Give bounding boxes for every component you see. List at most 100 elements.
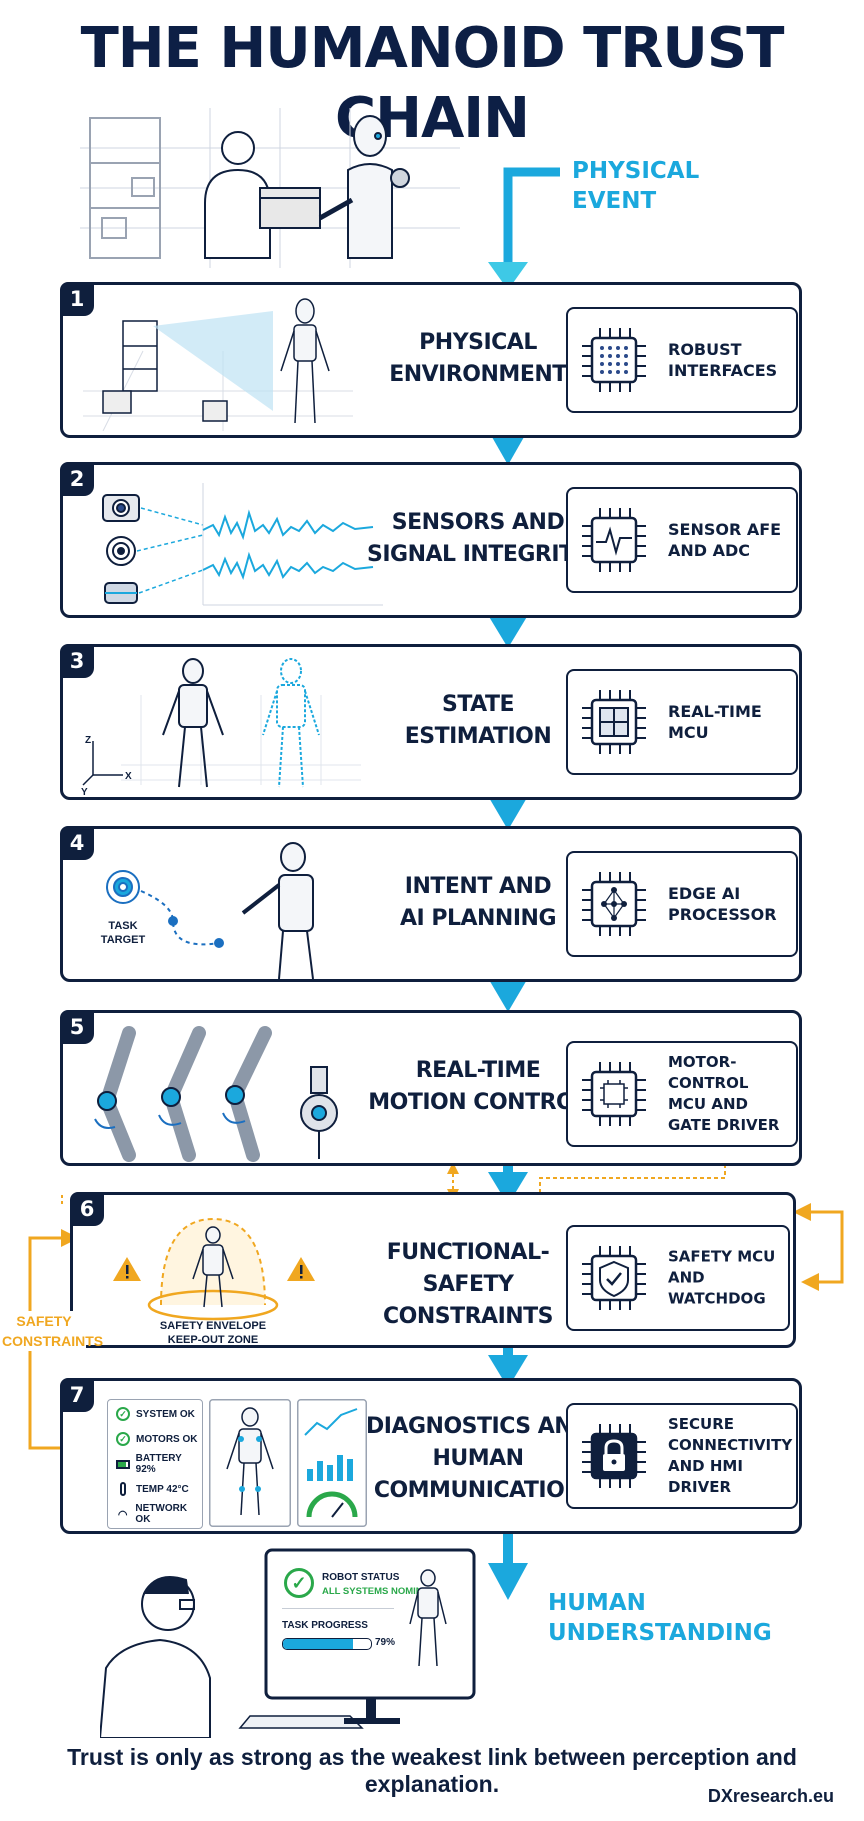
envelope-line1: SAFETY ENVELOPE	[160, 1320, 266, 1332]
stage-3-hardware-label: REAL-TIME MCU	[668, 701, 796, 743]
status-item: ◠NETWORK OK	[117, 1503, 188, 1525]
status-item: ✓MOTORS OK	[116, 1427, 197, 1451]
bar-chart-icon	[307, 1455, 353, 1481]
safety-constraints-side-label: SAFETY CONSTRAINTS	[2, 1311, 104, 1351]
robot-status-value: ALL SYSTEMS NOMINAL	[322, 1586, 436, 1597]
motion-control-icon	[94, 1026, 338, 1162]
stage-3-title-line1: STATE	[442, 692, 515, 717]
charts-panel-icon	[297, 1399, 367, 1527]
chip-grid-icon	[582, 328, 646, 392]
stage-5-hardware-label: MOTOR-CONTROL MCU AND GATE DRIVER	[668, 1052, 796, 1136]
task-progress-label: TASK PROGRESS	[282, 1620, 368, 1631]
stage-7-title: DIAGNOSTICS AND HUMAN COMMUNICATION	[363, 1411, 593, 1507]
keyboard-icon	[238, 1715, 364, 1729]
chip-shield-icon	[582, 1246, 646, 1310]
state-estimation-icon: Z X Y	[81, 658, 361, 795]
stage-7-hardware: SECURE CONNECTIVITY AND HMI DRIVER	[566, 1403, 798, 1509]
stage-5-hw-line1: MOTOR-CONTROL	[668, 1053, 749, 1092]
stage-4-title-line1: INTENT AND	[404, 874, 552, 899]
status-item: TEMP 42°C	[116, 1477, 189, 1501]
stage-5-panel: 5 REAL-TIME MOTION CONTROL	[60, 1010, 802, 1166]
check-circle-icon: ✓	[284, 1568, 314, 1598]
stage-5-title-line1: REAL-TIME	[415, 1058, 541, 1083]
robot-arm-icon	[222, 1026, 272, 1162]
stage-5-hardware: MOTOR-CONTROL MCU AND GATE DRIVER	[566, 1041, 798, 1147]
stage-4-title-line2: AI PLANNING	[399, 906, 557, 931]
monitor-screen: ✓ ROBOT STATUS ALL SYSTEMS NOMINAL TASK …	[278, 1562, 458, 1686]
robot-status-title: ROBOT STATUS	[322, 1572, 400, 1583]
flow-end-label: HUMAN UNDERSTANDING	[548, 1588, 772, 1648]
stage-5-number: 5	[60, 1010, 94, 1044]
chip-mcu-icon	[582, 690, 646, 754]
xyz-axes-icon	[82, 741, 123, 786]
stage-2-hardware: SENSOR AFE AND ADC	[566, 487, 798, 593]
monitor-icon	[264, 1548, 476, 1724]
stage-6-hw-line2: AND WATCHDOG	[668, 1268, 766, 1308]
safety-envelope-icon: SAFETY ENVELOPE KEEP-OUT ZONE	[113, 1217, 315, 1345]
page-title: THE HUMANOID TRUST CHAIN	[80, 16, 785, 151]
stage-3-title: STATE ESTIMATION	[363, 689, 593, 753]
box-icon	[259, 187, 321, 229]
robot-icon	[409, 1569, 447, 1667]
status-list: ✓SYSTEM OK ✓MOTORS OK BATTERY 92% TEMP 4…	[107, 1399, 203, 1529]
stage-6-panel: 6 SAFETY ENVELOPE KEEP-OUT ZONE FUNCTION…	[70, 1192, 796, 1348]
stage-6-title: FUNCTIONAL-SAFETY CONSTRAINTS	[343, 1237, 593, 1333]
task-progress-bar	[282, 1638, 372, 1650]
line-chart-icon	[304, 1408, 358, 1436]
side-label-line2: CONSTRAINTS	[2, 1333, 104, 1349]
task-progress-fill	[283, 1639, 353, 1649]
stage-5-title-line2: MOTION CONTROL	[368, 1090, 588, 1115]
flow-end-line2: UNDERSTANDING	[548, 1620, 772, 1646]
flow-start-line1: PHYSICAL	[572, 158, 700, 184]
stage-4-hardware: EDGE AI PROCESSOR	[566, 851, 798, 957]
stage-7-hw-line3: AND HMI DRIVER	[668, 1457, 743, 1496]
stage-5-hw-line2: MCU AND	[668, 1095, 748, 1113]
stage-4-hw-line1: EDGE AI	[668, 884, 741, 903]
person-icon	[204, 131, 271, 259]
stage-6-hw-line1: SAFETY MCU	[668, 1247, 776, 1266]
stage-3-title-line2: ESTIMATION	[404, 724, 552, 749]
thermometer-icon	[120, 1482, 126, 1496]
stage-2-title-line1: SENSORS AND	[391, 510, 565, 535]
status-item: BATTERY 92%	[116, 1452, 202, 1476]
chip-neural-icon	[582, 872, 646, 936]
stage-1-number: 1	[60, 282, 94, 316]
planning-icon: TASK TARGET	[101, 842, 314, 979]
stage-6-hardware-label: SAFETY MCU AND WATCHDOG	[668, 1247, 788, 1310]
stage-3-hw-line1: REAL-TIME MCU	[668, 702, 762, 742]
target-icon	[106, 870, 140, 904]
chip-waveform-icon	[582, 508, 646, 572]
stage-4-title: INTENT AND AI PLANNING	[363, 871, 593, 935]
stage-4-number: 4	[60, 826, 94, 860]
divider	[282, 1608, 394, 1609]
environment-icon	[83, 298, 353, 431]
task-target-line1: TASK	[108, 920, 137, 932]
robot-arm-icon	[158, 1026, 206, 1162]
stage-2-panel: 2 SENSORS AND SIGNAL INTEGRITY SENSOR AF…	[60, 462, 802, 618]
stage-7-title-line1: DIAGNOSTICS AND	[366, 1414, 590, 1439]
sonar-icon	[106, 536, 136, 566]
robot-arm-icon	[94, 1026, 136, 1162]
stage-2-number: 2	[60, 462, 94, 496]
stage-7-number: 7	[60, 1378, 94, 1412]
warning-icon	[113, 1257, 141, 1281]
stage-2-hardware-label: SENSOR AFE AND ADC	[668, 519, 781, 561]
footer-tagline: Trust is only as strong as the weakest l…	[67, 1744, 797, 1797]
wifi-icon: ◠	[117, 1508, 128, 1521]
axis-x-label: X	[125, 771, 132, 782]
stage-6-title-line1: FUNCTIONAL-SAFETY	[386, 1240, 550, 1297]
robot-icon	[162, 658, 224, 788]
stage-5-hw-line3: GATE DRIVER	[668, 1116, 780, 1134]
stage-2-hw-line2: AND ADC	[668, 541, 751, 560]
chip-motor-icon	[582, 1062, 646, 1126]
shelf-icon	[89, 117, 161, 259]
human-monitor-illustration	[100, 1548, 476, 1738]
gauge-icon	[306, 1491, 358, 1518]
stage-1-hardware: ROBUST INTERFACES	[566, 307, 798, 413]
handoff-illustration	[80, 108, 460, 268]
person-icon	[100, 1576, 211, 1738]
task-progress-text: 79%	[375, 1637, 396, 1648]
stage-7-hardware-label: SECURE CONNECTIVITY AND HMI DRIVER	[668, 1414, 796, 1498]
camera-icon	[102, 494, 140, 522]
stage-7-title-line2: HUMAN	[432, 1446, 524, 1471]
